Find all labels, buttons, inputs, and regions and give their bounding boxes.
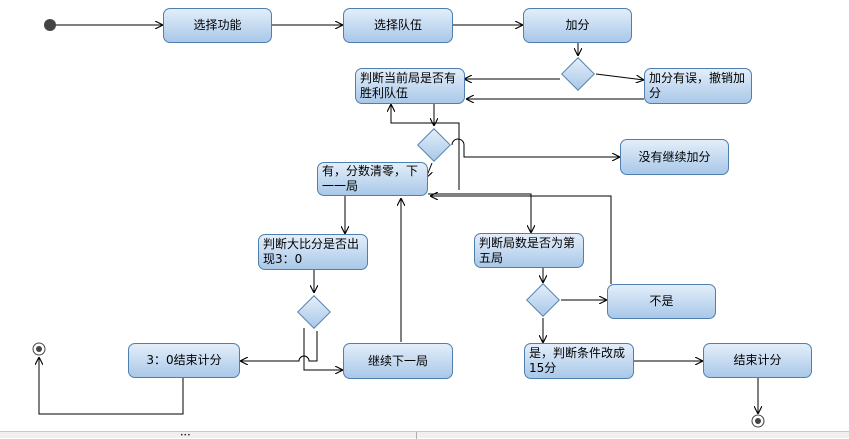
node-add-score: 加分 (523, 8, 632, 43)
node-no-continue-add: 没有继续加分 (620, 139, 729, 175)
edge-diamond-to-no-continue (451, 138, 620, 157)
node-score-error-undo: 加分有误，撤销加分 (644, 68, 752, 104)
edge-diamond-to-end-3-0 (240, 331, 318, 361)
edge-end-3-0-to-final (39, 357, 184, 415)
node-select-team: 选择队伍 (343, 8, 453, 43)
start-node (44, 19, 56, 31)
node-check-big-score: 判断大比分是否出现3：0 (258, 234, 368, 270)
edge-clear-next-to-check-round (428, 193, 531, 233)
edge-loop-to-check-winner (391, 104, 460, 190)
node-clear-next-round: 有，分数清零，下一一局 (317, 162, 428, 196)
node-not-five: 不是 (607, 284, 716, 319)
final-node-right (751, 414, 765, 428)
bottom-scrollbar[interactable]: ••• (0, 431, 849, 439)
node-yes-change-condition: 是，判断条件改成15分 (524, 343, 634, 379)
node-check-round-five: 判断局数是否为第五局 (474, 233, 584, 268)
edge-diamond-to-score-error (595, 73, 644, 80)
node-continue-next-round: 继续下一局 (343, 343, 453, 379)
grip-dots-icon[interactable]: ••• (180, 432, 191, 439)
pane-divider[interactable] (416, 432, 417, 439)
edge-not-five-to-clear-next (430, 196, 612, 284)
node-check-winner: 判断当前局是否有胜利队伍 (355, 68, 465, 104)
node-end-scoring: 结束计分 (703, 343, 812, 378)
node-select-function: 选择功能 (163, 8, 272, 43)
edge-diamond-to-continue (303, 328, 343, 370)
final-node-left (32, 342, 46, 356)
node-end-score-3-0: 3：0结束计分 (128, 343, 240, 378)
